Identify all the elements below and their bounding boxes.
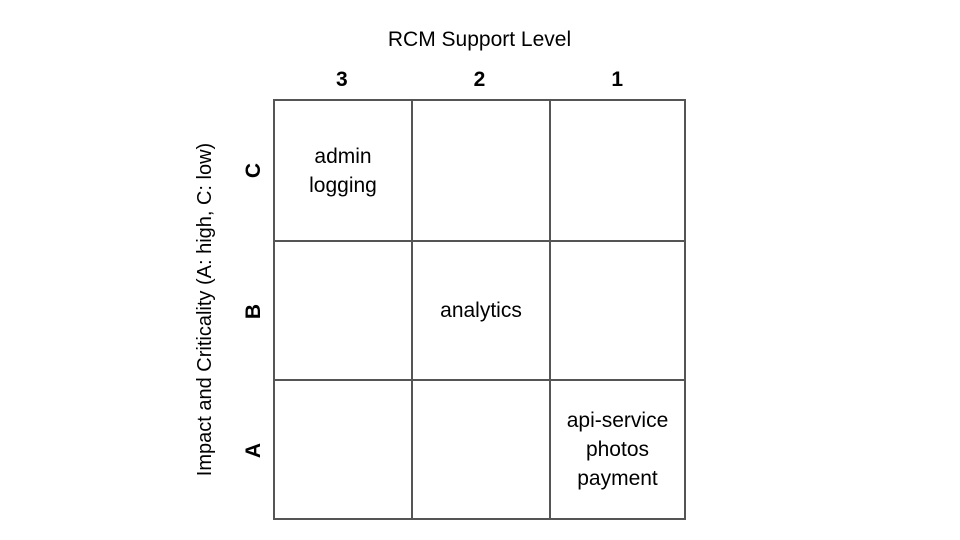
page-title: RCM Support Level [387,28,572,51]
y-axis-label: Impact and Criticality (A: high, C: low) [194,142,216,477]
matrix-cell-b3[interactable] [275,242,413,381]
row-header-c: C [240,99,268,242]
matrix-cell-b2-text: analytics [440,299,522,322]
matrix-cell-b1[interactable] [551,242,684,381]
column-header-2: 2 [473,68,486,91]
row-header-b: B [240,242,268,381]
matrix-cell-c3[interactable]: admin logging [275,101,413,242]
column-header-3: 3 [335,68,348,91]
matrix-cell-a1-text: api-service photos payment [566,409,669,490]
row-header-column: C B A [240,99,268,520]
row-header-b-label: B [242,303,266,320]
row-header-a-label: A [242,442,266,459]
matrix-cell-a3[interactable] [275,381,413,518]
matrix-cell-a1[interactable]: api-service photos payment [551,381,684,518]
matrix-grid: admin logging analytics api-service phot… [273,99,686,520]
row-header-a: A [240,381,268,520]
matrix-cell-b2[interactable]: analytics [413,242,551,381]
matrix-cell-c3-text: admin logging [309,144,377,197]
column-header-row: 3 2 1 [273,66,686,94]
row-header-c-label: C [242,162,266,179]
matrix-cell-a2[interactable] [413,381,551,518]
matrix-cell-c1[interactable] [551,101,684,242]
matrix-cell-c2[interactable] [413,101,551,242]
column-header-1: 1 [611,68,624,91]
